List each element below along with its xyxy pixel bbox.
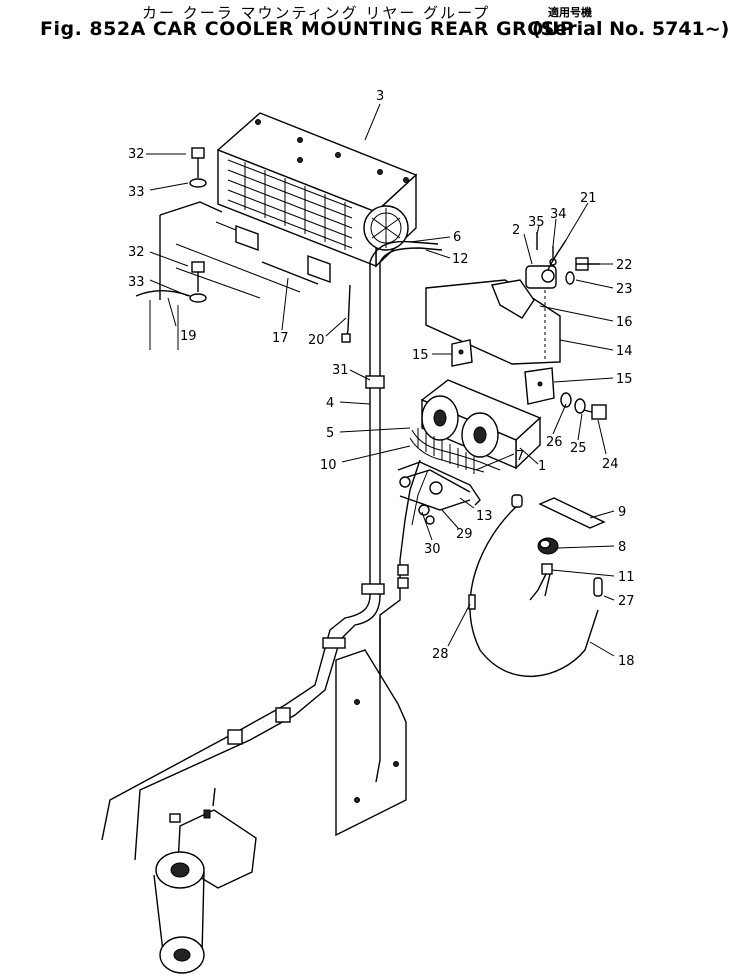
callout-11: 11 bbox=[618, 570, 635, 585]
cooler-unit bbox=[216, 112, 418, 283]
callout-18: 18 bbox=[618, 654, 635, 669]
callout-35: 35 bbox=[528, 215, 545, 230]
callout-14: 14 bbox=[616, 344, 633, 359]
serial-japanese: 適用号機 bbox=[548, 6, 592, 19]
page-title: Fig. 852A CAR COOLER MOUNTING REAR GROUP bbox=[40, 18, 575, 40]
callout-27: 27 bbox=[618, 594, 635, 609]
callout-8: 8 bbox=[618, 540, 626, 555]
connector-11 bbox=[529, 563, 553, 601]
callout-32-lower: 32 bbox=[128, 245, 145, 260]
name-plate bbox=[538, 497, 606, 529]
wiring-harness bbox=[468, 494, 603, 677]
callout-33-upper: 33 bbox=[128, 185, 145, 200]
evaporator-unit bbox=[409, 379, 542, 474]
callout-24: 24 bbox=[602, 457, 619, 472]
callout-33-lower: 33 bbox=[128, 275, 145, 290]
callout-32-upper: 32 bbox=[128, 147, 145, 162]
callout-20: 20 bbox=[308, 333, 325, 348]
lower-mounting-plate bbox=[335, 618, 407, 837]
bracket-15-right bbox=[524, 367, 555, 405]
callout-3: 3 bbox=[376, 89, 384, 104]
callout-28: 28 bbox=[432, 647, 449, 662]
bolt-upper bbox=[189, 147, 207, 188]
expansion-valve-assembly bbox=[397, 461, 481, 589]
callout-21: 21 bbox=[580, 191, 597, 206]
callout-13: 13 bbox=[476, 509, 493, 524]
callout-29: 29 bbox=[456, 527, 473, 542]
serial-range: (Serial No. 5741~) bbox=[532, 18, 730, 40]
switch-knob bbox=[537, 537, 559, 555]
callout-16: 16 bbox=[616, 315, 633, 330]
callout-15-left: 15 bbox=[412, 348, 429, 363]
callout-5: 5 bbox=[326, 426, 334, 441]
callout-19: 19 bbox=[180, 329, 197, 344]
bracket-15-left bbox=[451, 339, 473, 367]
callout-2: 2 bbox=[512, 223, 520, 238]
callout-23: 23 bbox=[616, 282, 633, 297]
callout-31: 31 bbox=[332, 363, 349, 378]
callout-7: 7 bbox=[516, 449, 524, 464]
thermostat-switch bbox=[525, 232, 567, 289]
bolt-24 bbox=[560, 392, 607, 420]
title-japanese: カー クーラ マウンティング リヤー グループ bbox=[142, 4, 491, 22]
refrigerant-pipes bbox=[101, 240, 443, 861]
callout-6: 6 bbox=[453, 230, 461, 245]
callout-17: 17 bbox=[272, 331, 289, 346]
callout-10: 10 bbox=[320, 458, 337, 473]
screw-22 bbox=[565, 257, 600, 285]
callout-34: 34 bbox=[550, 207, 567, 222]
compressor bbox=[153, 787, 257, 974]
callout-labels: 3 32 33 32 33 19 17 20 6 12 2 35 34 21 2… bbox=[128, 89, 635, 669]
callout-15-right: 15 bbox=[616, 372, 633, 387]
leader-lines bbox=[146, 103, 615, 657]
callout-22: 22 bbox=[616, 258, 633, 273]
mounting-bracket bbox=[149, 201, 319, 350]
callout-25: 25 bbox=[570, 441, 587, 456]
callout-12: 12 bbox=[452, 252, 469, 267]
callout-4: 4 bbox=[326, 396, 334, 411]
callout-1: 1 bbox=[538, 459, 546, 474]
bolt-lower bbox=[189, 261, 207, 303]
callout-30: 30 bbox=[424, 542, 441, 557]
callout-26: 26 bbox=[546, 435, 563, 450]
cover-panel bbox=[425, 279, 561, 365]
callout-9: 9 bbox=[618, 505, 626, 520]
